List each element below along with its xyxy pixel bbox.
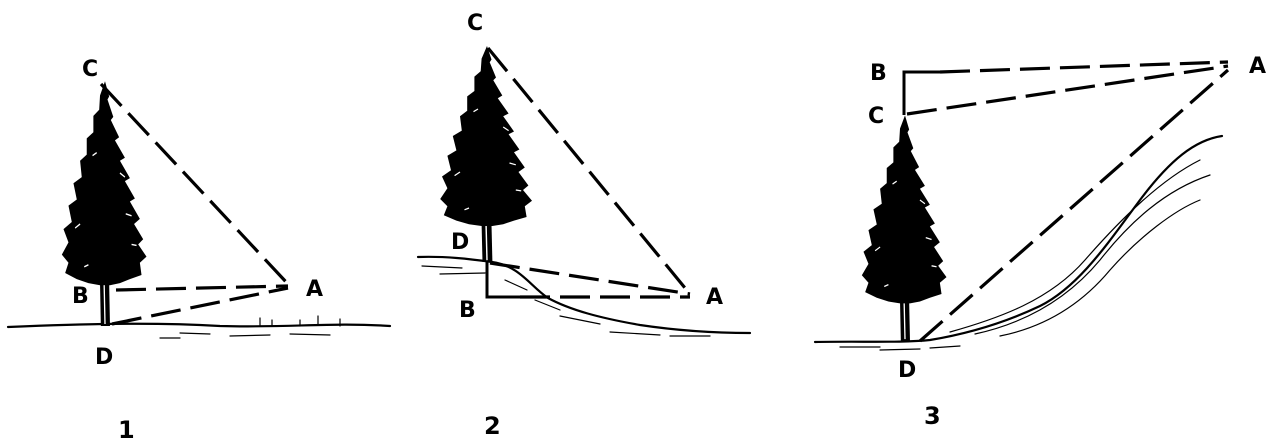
label-d: D <box>451 230 469 255</box>
sight-lines-2 <box>486 46 692 299</box>
label-a: A <box>1249 54 1266 79</box>
label-b: B <box>870 61 887 86</box>
vertical-reference-line <box>485 262 520 299</box>
figure-3: C A B D 3 <box>813 54 1266 430</box>
hill-slope-icon <box>416 255 752 337</box>
label-b: B <box>72 284 89 309</box>
figure-number: 3 <box>924 402 941 430</box>
label-c: C <box>868 104 884 129</box>
label-a: A <box>706 285 723 310</box>
label-d: D <box>898 358 916 383</box>
conifer-tree-icon <box>861 114 948 342</box>
figure-2: C A B D 2 <box>416 11 752 440</box>
sight-lines-1 <box>99 82 290 326</box>
label-c: C <box>82 57 98 82</box>
hill-slope-icon <box>813 134 1224 351</box>
figure-number: 1 <box>118 416 135 441</box>
vertical-reference-line <box>902 70 940 115</box>
sight-lines-3 <box>906 60 1230 343</box>
label-d: D <box>95 345 113 370</box>
figure-number: 2 <box>484 412 501 440</box>
ground-line-1 <box>6 315 392 339</box>
label-b: B <box>459 298 476 323</box>
label-a: A <box>306 277 323 302</box>
figure-1: C A B D 1 <box>6 57 392 441</box>
label-c: C <box>467 11 483 36</box>
